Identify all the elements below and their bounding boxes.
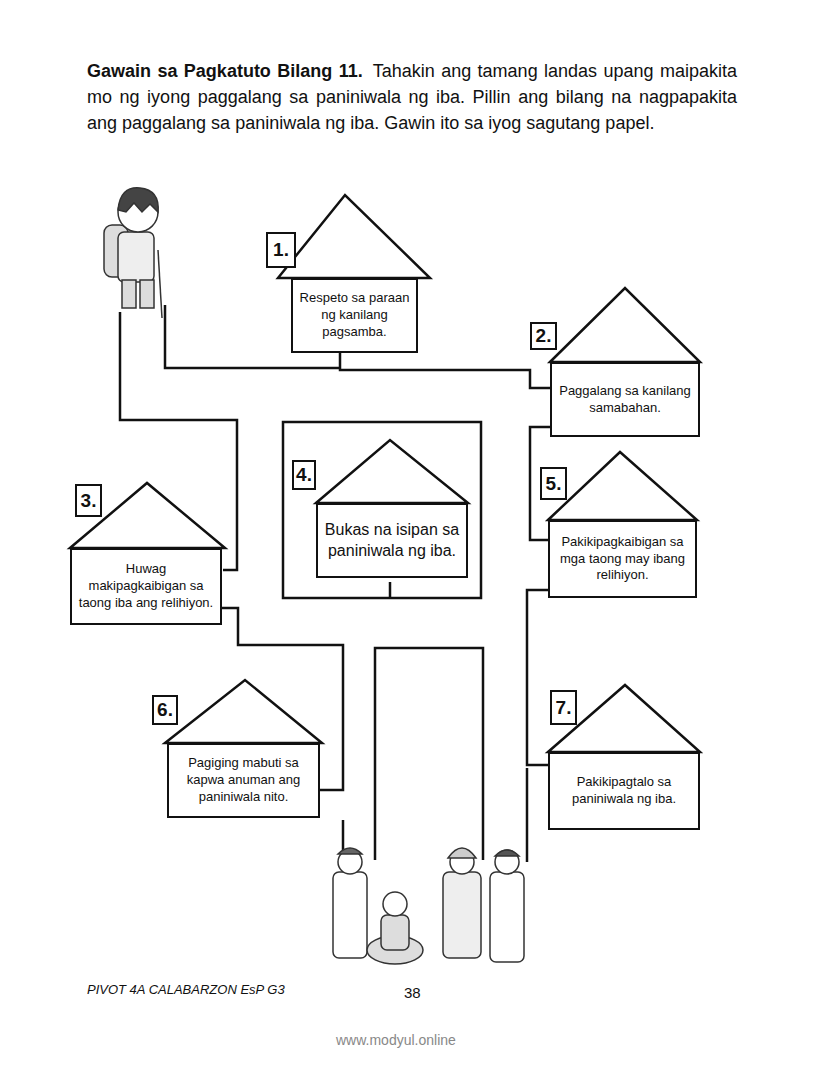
callout-number: 1. [273,239,289,261]
page-number: 38 [404,984,421,1001]
house-body: Pakikipagtalo sa paniniwala ng iba. [548,752,700,830]
maze-line [526,768,529,862]
callout-number: 4. [296,464,312,486]
footer-source: PIVOT 4A CALABARZON EsP G3 [87,982,285,997]
house-box: 5. Pakikipagkaibigan sa mga taong may iba… [540,452,697,598]
house-body: Paggalang sa kanilang samabahan. [550,362,700,437]
house-body: Bukas na isipan sa paniniwala ng iba. [316,503,468,578]
callout-number: 6. [157,699,173,721]
hiker-figure [104,188,162,318]
house-box: 2. Paggalang sa kanilang samabahan. [530,288,700,437]
number-box: 5. [540,467,567,500]
house-box: 3. Huwag makipagkaibigan sa taong iba ang… [70,483,225,625]
callout-number: 3. [81,490,97,512]
choice-text: Pakikipagkaibigan sa mga taong may ibang… [556,534,689,585]
house-body: Pagiging mabuti sa kapwa anuman ang pani… [167,743,320,818]
choice-text: Respeto sa paraan ng kanilang pagsamba. [299,290,410,341]
choice-text: Paggalang sa kanilang samabahan. [558,383,692,417]
activity-title: Gawain sa Pagkatuto Bilang 11. [87,61,363,81]
house-box: 4. Bukas na isipan sa paniniwala ng iba. [292,440,468,578]
number-box: 4. [292,460,316,490]
house-body: Respeto sa paraan ng kanilang pagsamba. [291,278,418,353]
house-box: 1. Respeto sa paraan ng kanilang pagsamba… [266,195,430,353]
callout-number: 5. [546,473,562,495]
house-body: Huwag makipagkaibigan sa taong iba ang r… [70,548,222,625]
maze-path [527,590,548,765]
number-box: 2. [530,322,557,350]
instructions: Gawain sa Pagkatuto Bilang 11.Tahakin an… [87,58,737,136]
maze-path [340,353,550,388]
maze-line [389,582,392,598]
believers-figures [333,848,524,964]
callout-number: 2. [536,325,552,347]
choice-text: Bukas na isipan sa paniniwala ng iba. [324,520,460,562]
callout-number: 7. [556,697,572,719]
number-box: 7. [550,690,577,725]
house-box: 7. Pakikipagtalo sa paniniwala ng iba. [548,685,700,830]
choice-text: Huwag makipagkaibigan sa taong iba ang r… [78,561,214,612]
choice-text: Pagiging mabuti sa kapwa anuman ang pani… [175,755,312,806]
number-box: 6. [152,695,178,725]
house-body: Pakikipagkaibigan sa mga taong may ibang… [548,520,697,598]
maze-line [375,648,483,860]
maze-frame [283,422,481,598]
number-box: 3. [75,484,102,517]
house-box: 6. Pagiging mabuti sa kapwa anuman ang pa… [152,680,322,818]
number-box: 1. [266,232,296,268]
choice-text: Pakikipagtalo sa paniniwala ng iba. [556,774,692,808]
watermark-url: www.modyul.online [336,1032,456,1048]
